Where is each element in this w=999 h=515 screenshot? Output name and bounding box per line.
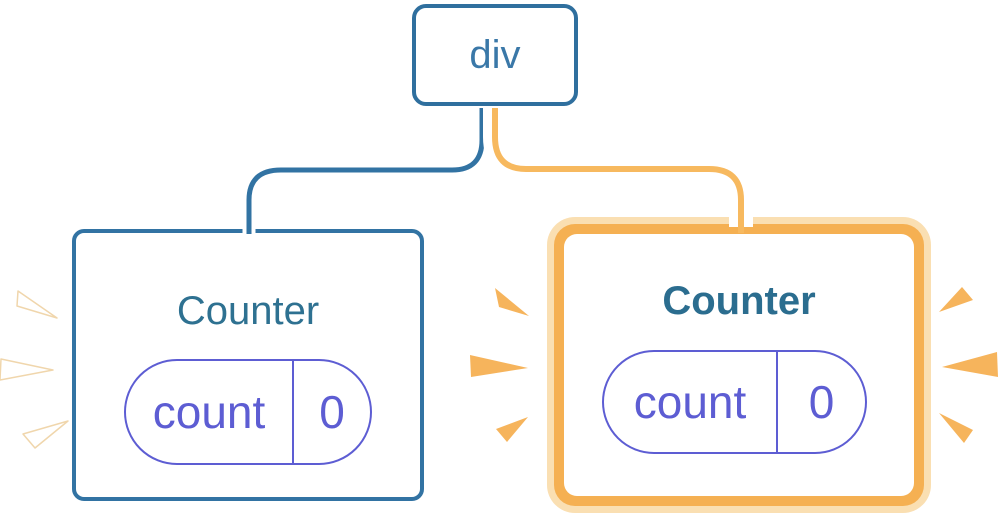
spark-icon bbox=[16, 290, 58, 319]
spark-icon bbox=[942, 352, 998, 377]
counter-card-right-highlighted: Counter count 0 bbox=[547, 217, 931, 513]
state-pill: count 0 bbox=[124, 359, 372, 465]
spark-icon bbox=[22, 420, 69, 449]
spark-icon bbox=[0, 358, 54, 381]
spark-burst-white bbox=[0, 290, 69, 449]
edge-casing-highlighted bbox=[483, 108, 753, 227]
state-name: count bbox=[604, 352, 778, 452]
edge-casing bbox=[242, 108, 489, 234]
root-node-label: div bbox=[469, 32, 521, 77]
spark-icon bbox=[496, 417, 528, 442]
spark-icon bbox=[495, 288, 529, 316]
counter-card-left: Counter count 0 bbox=[72, 229, 424, 501]
counter-title: Counter bbox=[176, 289, 320, 333]
state-value: 0 bbox=[808, 376, 835, 428]
state-pill: count 0 bbox=[602, 350, 867, 454]
root-node-div: div bbox=[412, 4, 578, 106]
spark-icon bbox=[939, 287, 973, 312]
state-value: 0 bbox=[319, 386, 345, 438]
spark-icon bbox=[939, 413, 973, 443]
edge-root-to-left-counter bbox=[246, 108, 485, 234]
counter-title: Counter bbox=[662, 279, 816, 323]
spark-icon bbox=[470, 355, 528, 377]
edge-root-to-right-counter bbox=[492, 108, 744, 233]
state-name: count bbox=[126, 361, 294, 463]
